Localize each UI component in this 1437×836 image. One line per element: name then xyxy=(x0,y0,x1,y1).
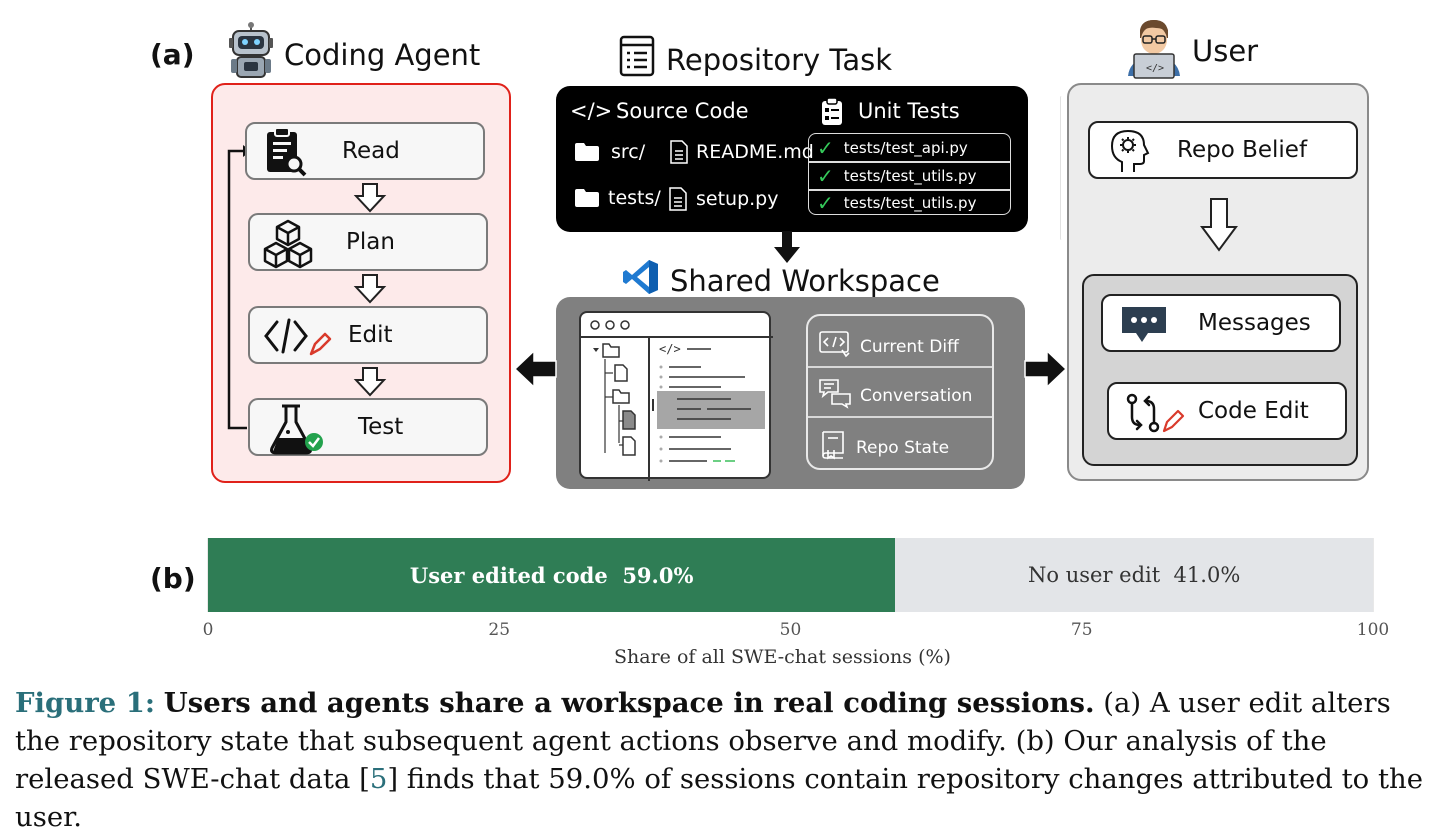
test-item: ✓ tests/test_api.py xyxy=(809,134,1010,161)
bar-label: User edited code 59.0% xyxy=(409,562,694,588)
code-edit-box: Code Edit xyxy=(1107,382,1347,440)
editor-window: </> xyxy=(579,311,773,481)
code-edit-label: Code Edit xyxy=(1198,398,1309,424)
svg-text:</>: </> xyxy=(659,342,681,356)
file-name: src/ xyxy=(611,141,646,163)
source-code-header: Source Code xyxy=(616,99,749,123)
ws-item-label: Current Diff xyxy=(860,336,959,357)
messages-box: Messages xyxy=(1101,294,1341,352)
tests-list: ✓ tests/test_api.py ✓ tests/test_utils.p… xyxy=(808,133,1011,215)
workspace-state-list: Current Diff Conversation xyxy=(806,314,994,470)
chat-message-icon xyxy=(1120,305,1168,349)
x-tick-label: 50 xyxy=(779,620,802,640)
user-heading: </> User xyxy=(1124,16,1258,85)
robot-icon xyxy=(228,22,274,87)
user-title: User xyxy=(1192,33,1259,68)
arrow-down-icon xyxy=(353,274,387,304)
x-tick-label: 75 xyxy=(1070,620,1093,640)
diff-icon xyxy=(818,330,852,363)
caption-title: Users and agents share a workspace in re… xyxy=(163,687,1095,719)
agent-title: Coding Agent xyxy=(284,37,481,72)
file-icon xyxy=(669,140,689,168)
figure-caption: Figure 1: Users and agents share a works… xyxy=(15,684,1425,836)
ws-item-repo-state: Repo State xyxy=(818,430,949,465)
bar-no-user-edit: No user edit 41.0% xyxy=(895,538,1373,612)
folder-icon xyxy=(574,188,600,212)
x-tick-label: 0 xyxy=(202,620,214,640)
workspace-title: Shared Workspace xyxy=(670,263,940,298)
developer-icon: </> xyxy=(1124,16,1182,85)
check-icon: ✓ xyxy=(817,190,834,215)
user-panel: Repo Belief Messages xyxy=(1067,83,1369,481)
agent-heading: Coding Agent xyxy=(228,22,480,87)
test-item: ✓ tests/test_utils.py xyxy=(809,162,1010,189)
step-label: Read xyxy=(342,138,400,164)
code-edit-icon xyxy=(263,314,333,364)
user-actions-panel: Messages Code Edit xyxy=(1082,274,1358,466)
step-test: Test xyxy=(248,398,488,456)
bar-label: No user edit 41.0% xyxy=(1028,563,1241,587)
caption-body: (a) A user edit alters the repository st… xyxy=(15,687,1391,795)
file-name: README.md xyxy=(696,141,814,163)
panel-b-label: (b) xyxy=(150,562,196,595)
arrow-down-icon xyxy=(353,183,387,213)
agent-panel: Read Plan Ed xyxy=(211,83,511,483)
test-name: tests/test_utils.py xyxy=(843,193,977,212)
divider xyxy=(1060,96,1063,240)
test-name: tests/test_api.py xyxy=(843,138,968,157)
head-gear-icon xyxy=(1108,128,1152,178)
x-axis-label: Share of all SWE-chat sessions (%) xyxy=(614,646,951,668)
checklist-icon xyxy=(820,97,844,131)
check-icon: ✓ xyxy=(817,135,834,160)
code-brackets-icon: </> xyxy=(570,99,613,123)
arrow-right-icon xyxy=(1024,349,1068,389)
arrow-down-icon xyxy=(1200,198,1238,252)
arrow-down-icon xyxy=(774,231,800,263)
file-icon xyxy=(668,187,688,215)
repo-belief-label: Repo Belief xyxy=(1177,137,1308,163)
svg-text:</>: </> xyxy=(1146,63,1164,74)
repo-title: Repository Task xyxy=(666,42,893,77)
workspace-heading: Shared Workspace xyxy=(622,258,940,303)
repo-task-box: </> Source Code Unit Tests src/ README.m… xyxy=(556,86,1028,232)
shared-workspace-box: </> Cur xyxy=(556,297,1025,489)
unit-tests-header: Unit Tests xyxy=(858,99,960,123)
caption-citation[interactable]: 5 xyxy=(369,763,388,795)
messages-label: Messages xyxy=(1198,310,1311,336)
step-read: Read xyxy=(245,122,485,180)
step-label: Test xyxy=(358,414,404,440)
arrow-down-icon xyxy=(353,367,387,397)
x-tick-label: 25 xyxy=(488,620,511,640)
step-label: Edit xyxy=(348,322,393,348)
caption-body: ] finds that 59.0% of sessions contain r… xyxy=(15,763,1424,833)
caption-figure-number: Figure 1: xyxy=(15,687,156,719)
flask-check-icon xyxy=(266,402,328,460)
cubes-icon xyxy=(262,219,314,273)
test-item: ✓ tests/test_utils.py xyxy=(809,189,1010,216)
ws-item-label: Conversation xyxy=(860,385,973,406)
x-tick-label: 100 xyxy=(1356,620,1390,640)
ws-item-label: Repo State xyxy=(856,437,950,458)
folder-icon xyxy=(574,142,600,166)
file-name: setup.py xyxy=(696,188,779,210)
check-icon: ✓ xyxy=(817,163,834,188)
step-label: Plan xyxy=(346,229,395,255)
file-name: tests/ xyxy=(608,187,661,209)
clipboard-search-icon xyxy=(263,126,307,180)
ws-item-conversation: Conversation xyxy=(818,378,972,413)
repo-book-icon xyxy=(818,430,848,465)
step-plan: Plan xyxy=(248,213,488,271)
step-edit: Edit xyxy=(248,306,488,364)
bar-user-edited: User edited code 59.0% xyxy=(208,538,896,612)
git-edit-icon xyxy=(1124,391,1190,439)
chat-bubbles-icon xyxy=(818,378,852,413)
arrow-left-icon xyxy=(513,349,557,389)
test-name: tests/test_utils.py xyxy=(843,166,977,185)
repo-belief-box: Repo Belief xyxy=(1088,121,1358,179)
repo-heading: Repository Task xyxy=(618,34,892,85)
panel-a-label: (a) xyxy=(150,38,195,71)
vscode-icon xyxy=(622,258,660,303)
ws-item-diff: Current Diff xyxy=(818,330,959,363)
document-list-icon xyxy=(618,34,656,85)
